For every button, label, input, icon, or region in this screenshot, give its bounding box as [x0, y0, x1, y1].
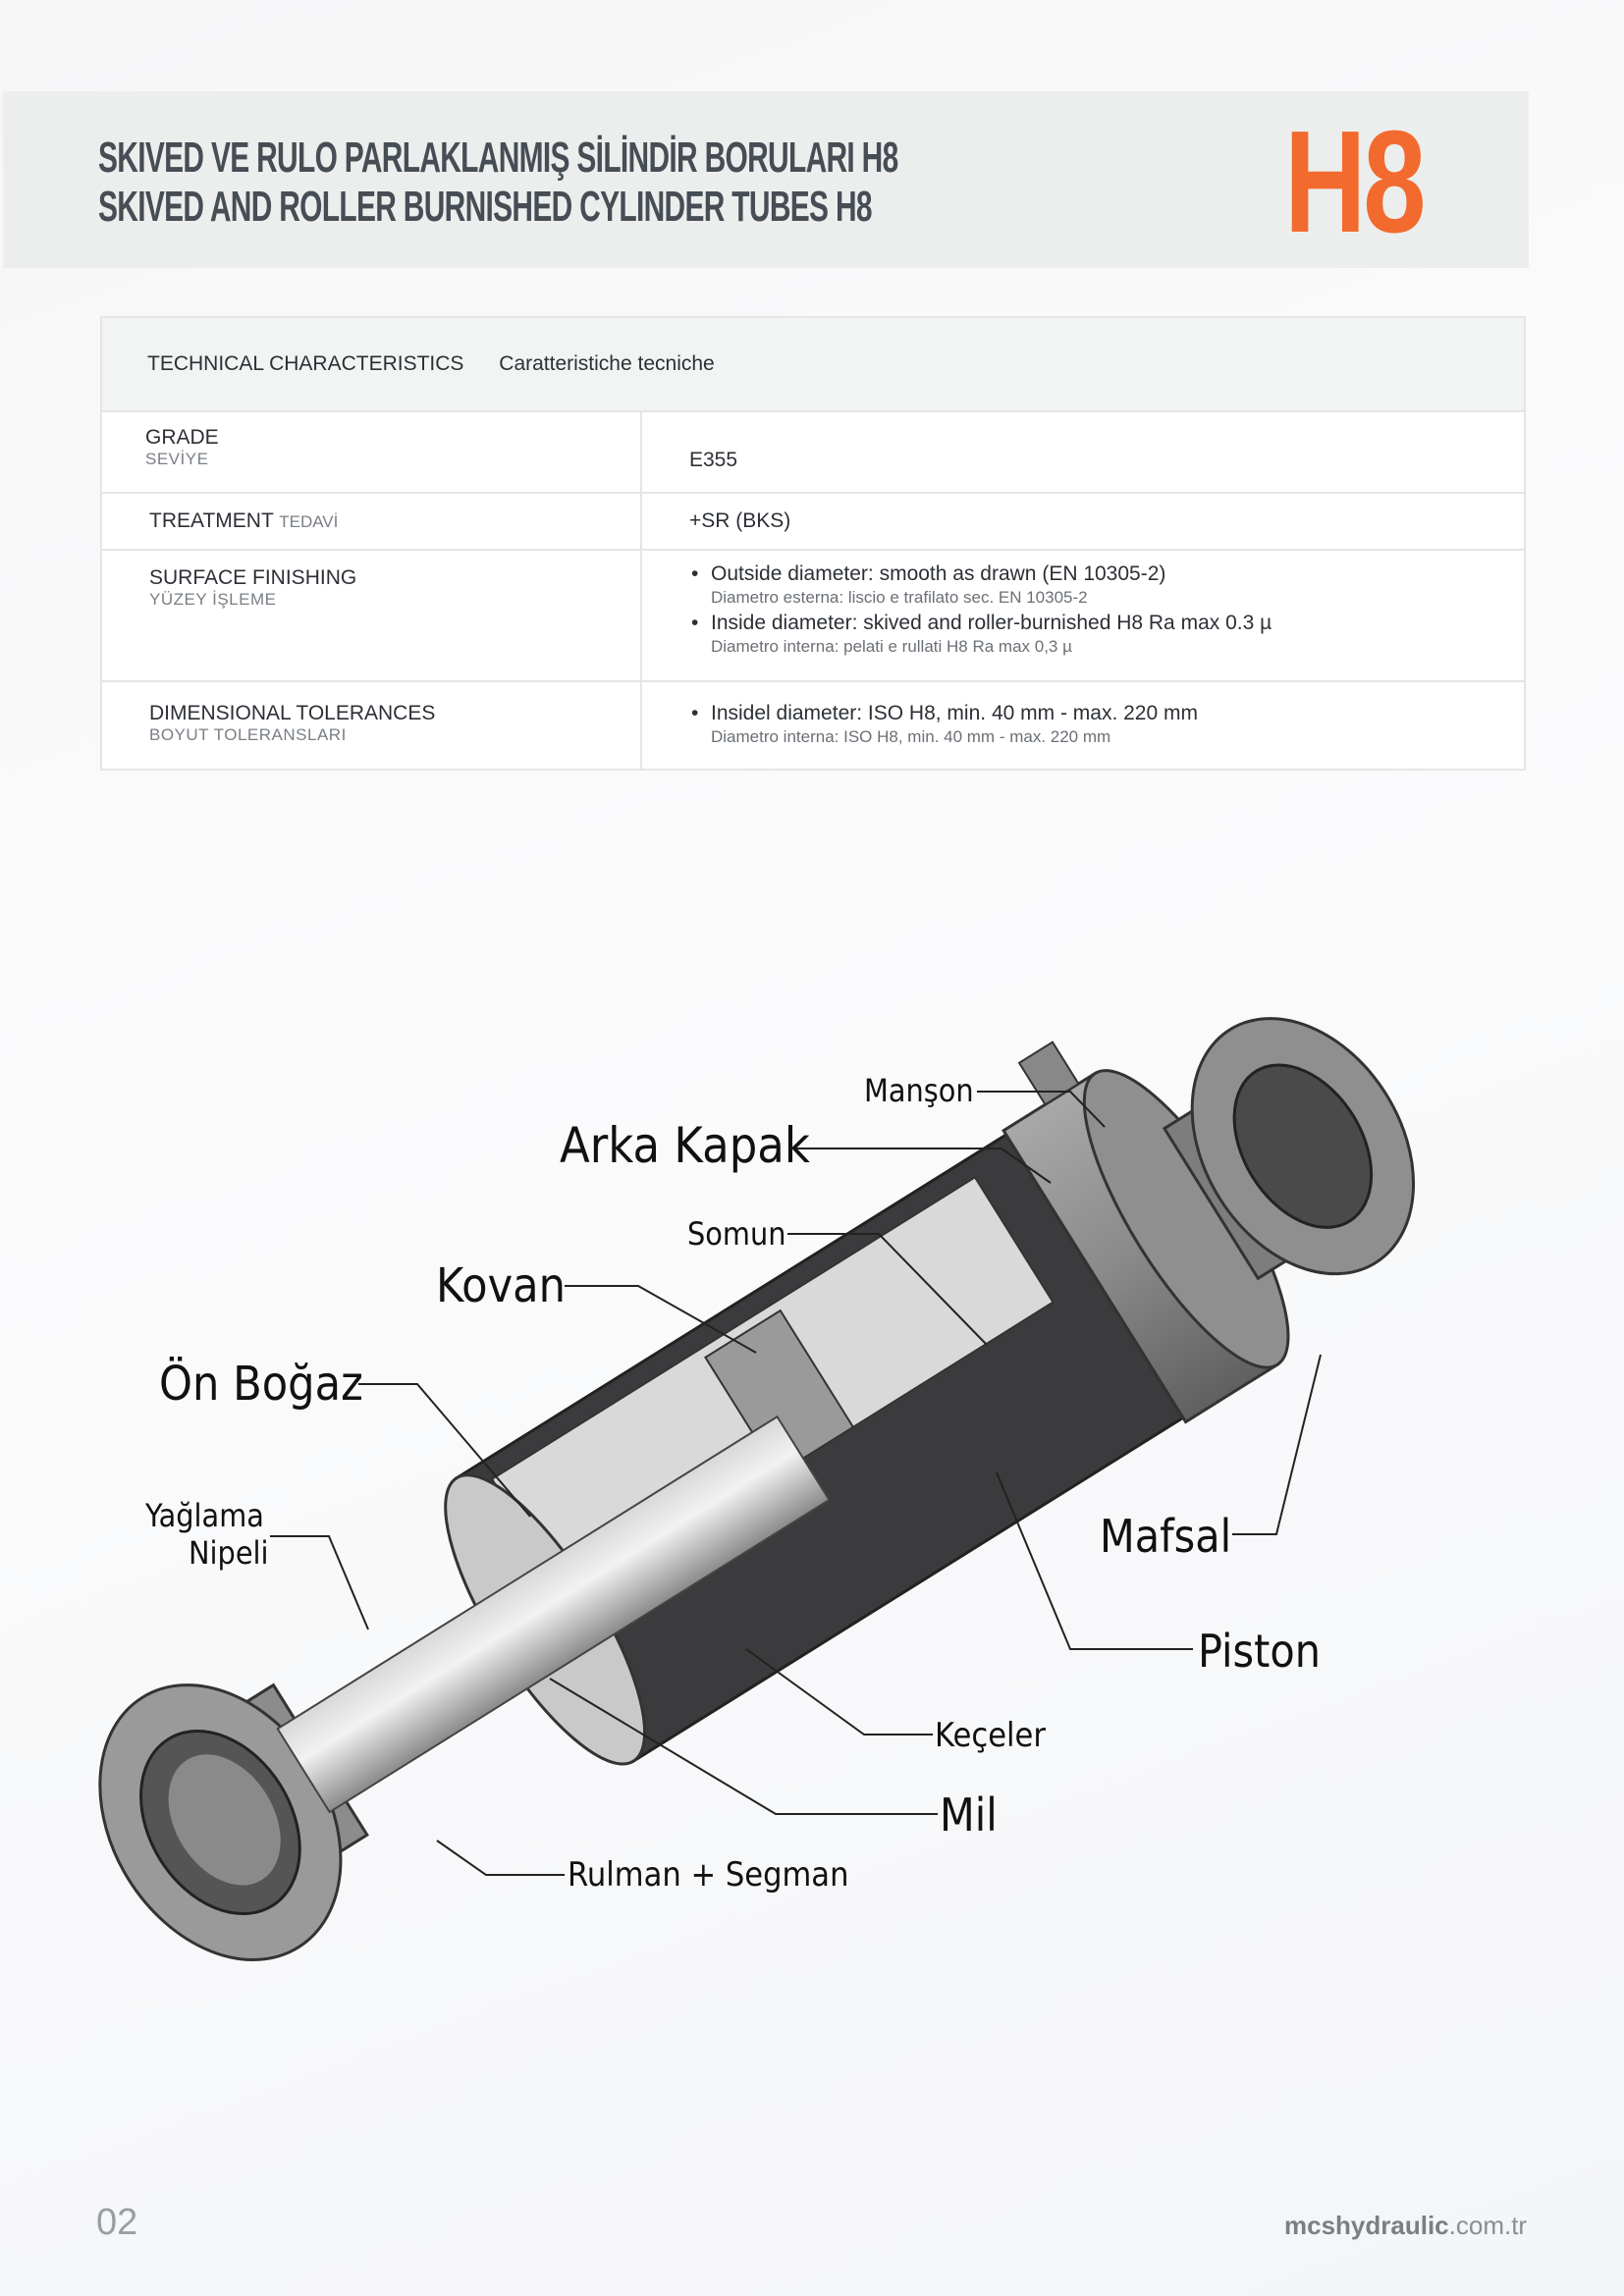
bullet-item: Inside diameter: skived and roller-burni… — [691, 612, 1524, 635]
label-kovan: Kovan — [436, 1258, 567, 1313]
header-it: Caratteristiche tecniche — [499, 352, 715, 375]
row-value: +SR (BKS) — [689, 509, 791, 532]
label-yaglama: Yağlama — [145, 1497, 264, 1534]
label-keceler: Keçeler — [935, 1716, 1046, 1755]
table-row: TREATMENT TEDAVİ +SR (BKS) — [100, 492, 1526, 551]
row-label: SURFACE FINISHING — [149, 566, 357, 589]
technical-characteristics-table: TECHNICAL CHARACTERISTICS Caratteristich… — [100, 316, 1526, 771]
label-manson: Manşon — [864, 1072, 974, 1109]
label-mil: Mil — [940, 1789, 998, 1842]
row-label: GRADE — [145, 426, 219, 449]
website-url[interactable]: mcshydraulic.com.tr — [1284, 2211, 1527, 2241]
bullet-item: Outside diameter: smooth as drawn (EN 10… — [691, 562, 1524, 586]
piston-rod — [276, 1415, 831, 1814]
row-value: E355 — [689, 448, 738, 471]
header-en: TECHNICAL CHARACTERISTICS — [147, 352, 464, 375]
label-somun: Somun — [687, 1215, 786, 1253]
row-label: TREATMENT — [149, 509, 274, 532]
row-label-tr: BOYUT TOLERANSLARI — [149, 725, 347, 744]
url-domain: mcshydraulic — [1284, 2211, 1449, 2240]
bullet-sub: Diametro esterna: liscio e trafilato sec… — [711, 588, 1088, 607]
row-label-tr: YÜZEY İŞLEME — [149, 590, 277, 609]
url-tld: .com.tr — [1448, 2211, 1528, 2240]
leader-lines — [270, 1091, 1322, 1876]
h8-badge: H8 — [1284, 101, 1426, 263]
label-rulman-segman: Rulman + Segman — [568, 1855, 849, 1895]
row-label-tr: TEDAVİ — [279, 512, 339, 531]
bullet-sub: Diametro interna: ISO H8, min. 40 mm - m… — [711, 727, 1111, 746]
label-piston: Piston — [1198, 1625, 1321, 1678]
rod-eye — [98, 1682, 369, 1961]
title-turkish: SKIVED VE RULO PARLAKLANMIŞ SİLİNDİR BOR… — [98, 133, 898, 182]
table-header-row: TECHNICAL CHARACTERISTICS Caratteristich… — [100, 316, 1526, 412]
label-on-bogaz: Ön Boğaz — [159, 1357, 363, 1412]
label-nipeli: Nipeli — [189, 1534, 269, 1572]
bullet-sub: Diametro interna: pelati e rullati H8 Ra… — [711, 637, 1072, 656]
header-band — [3, 91, 1529, 268]
row-label-tr: SEVİYE — [145, 450, 209, 468]
page-number: 02 — [96, 2202, 138, 2243]
row-label: DIMENSIONAL TOLERANCES — [149, 702, 436, 724]
rear-cap — [1001, 1017, 1416, 1424]
bullet-item: Insidel diameter: ISO H8, min. 40 mm - m… — [691, 702, 1524, 725]
title-english: SKIVED AND ROLLER BURNISHED CYLINDER TUB… — [98, 183, 873, 231]
label-mafsal: Mafsal — [1100, 1510, 1232, 1563]
label-arka-kapak: Arka Kapak — [560, 1117, 810, 1174]
